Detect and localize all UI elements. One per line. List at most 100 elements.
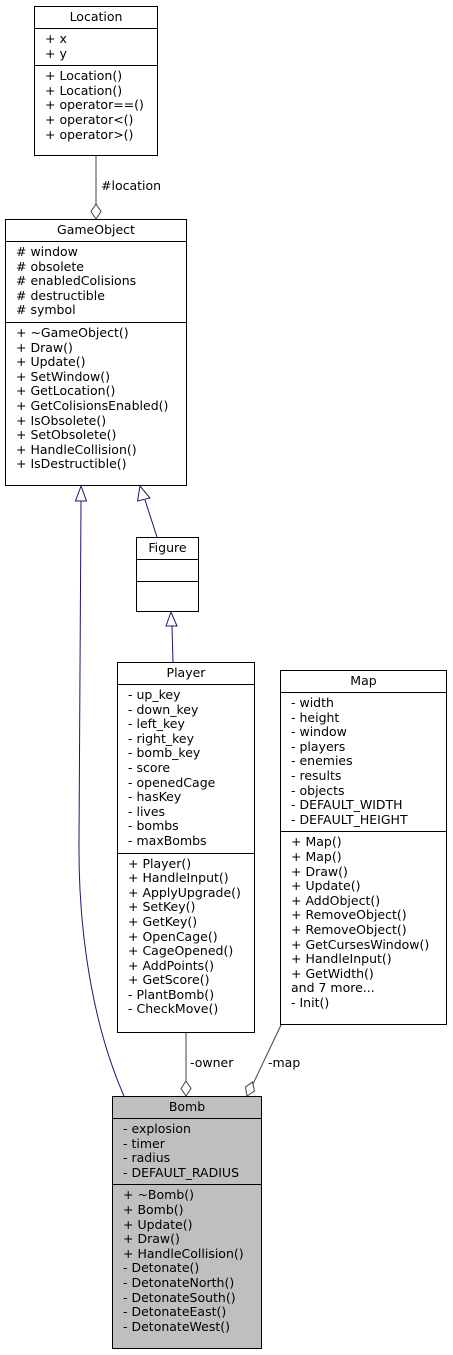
class-attributes: # window# obsolete# enabledColisions# de… [6,242,186,322]
class-attribute: # symbol [16,302,76,318]
class-method: + operator<() [45,111,134,127]
class-method: + operator==() [45,97,144,113]
class-attribute: - window [291,724,347,740]
class-method: + GetColisionsEnabled() [16,397,169,413]
class-method: + RemoveObject() [291,907,407,923]
class-title: Player [118,663,254,685]
class-method: + Player() [128,855,192,871]
class-method: - Init() [291,994,330,1010]
class-methods: + Map()+ Map()+ Draw()+ Update()+ AddObj… [281,831,446,1014]
class-attribute: - height [291,709,340,725]
class-method: + GetCursesWindow() [291,936,430,952]
class-method: + Map() [291,834,342,850]
class-attribute: - hasKey [128,789,182,805]
class-attribute: - score [128,759,171,775]
class-attribute: + y [45,45,67,61]
class-attributes: - up_key- down_key- left_key- right_key-… [118,685,254,853]
class-attribute: # destructible [16,287,105,303]
class-attributes: - explosion- timer- radius- DEFAULT_RADI… [113,1119,261,1184]
class-attribute: # enabledColisions [16,273,137,289]
class-method: + RemoveObject() [291,921,407,937]
class-attribute: - openedCage [128,774,216,790]
edge-label-map: -map [268,1055,301,1070]
class-method: + operator>() [45,126,134,142]
class-attribute: # window [16,244,78,259]
class-method: + Draw() [291,863,348,879]
edge-player-figure-arrow [165,610,178,627]
class-methods [137,581,198,603]
edge-map [252,1024,282,1085]
class-methods: + Location()+ Location()+ operator==()+ … [35,65,157,146]
edge-location-diamond [90,203,102,220]
class-attribute: - results [291,767,342,783]
class-methods: + ~GameObject()+ Draw()+ Update()+ SetWi… [6,321,186,476]
class-method: + HandleInput() [128,870,229,886]
class-method: + GetScore() [128,972,210,988]
edge-bomb-gameobject-arrow [74,484,88,502]
class-method: + Bomb() [123,1201,184,1217]
class-method: + ~Bomb() [123,1187,195,1203]
class-attribute: - bomb_key [128,745,201,761]
class-title: Figure [137,538,198,560]
class-attribute: # obsolete [16,258,84,274]
class-method: - DetonateNorth() [123,1274,235,1290]
class-player[interactable]: Player - up_key- down_key- left_key- rig… [117,662,255,1033]
class-attributes [137,560,198,581]
class-method: + Location() [45,68,123,84]
class-attribute: - enemies [291,753,353,769]
class-method: + AddPoints() [128,957,214,973]
class-methods: + ~Bomb()+ Bomb()+ Update()+ Draw()+ Han… [113,1184,261,1338]
class-attribute: + x [45,31,67,46]
class-title: Location [35,7,157,29]
class-method: + SetKey() [128,899,196,915]
class-method: + OpenCage() [128,928,218,944]
class-method: + Draw() [16,339,73,355]
class-attribute: - DEFAULT_HEIGHT [291,811,408,827]
class-method: + Draw() [123,1231,180,1247]
class-method: + HandleCollision() [16,441,137,457]
class-method: - CheckMove() [128,1001,219,1017]
class-methods: + Player()+ HandleInput()+ ApplyUpgrade(… [118,852,254,1022]
class-method: + SetObsolete() [16,427,117,443]
class-method: - DetonateEast() [123,1304,227,1320]
class-attribute: - DEFAULT_RADIUS [123,1164,240,1180]
class-attribute: - DEFAULT_WIDTH [291,797,403,813]
class-method: + IsDestructible() [16,456,127,472]
class-method: - Detonate() [123,1260,200,1276]
class-method: - DetonateSouth() [123,1289,236,1305]
class-attribute: - left_key [128,716,185,732]
class-method: + AddObject() [291,892,381,908]
class-method: + GetKey() [128,913,198,929]
class-map[interactable]: Map - width- height- window- players- en… [280,670,447,1025]
edge-label-location: #location [101,178,162,193]
edge-player-figure [171,625,174,663]
class-attribute: - bombs [128,818,179,834]
class-method: + Update() [123,1216,193,1232]
class-attribute: - lives [128,803,166,819]
edge-owner-diamond [180,1080,192,1097]
class-method: + ~GameObject() [16,324,129,340]
class-figure[interactable]: Figure [136,537,199,612]
class-method: + Map() [291,848,342,864]
class-gameobject[interactable]: GameObject # window# obsolete# enabledCo… [5,219,187,486]
edge-bomb-gameobject [78,500,125,1097]
class-method: + GetWidth() [291,965,374,981]
class-title: Map [281,671,446,693]
edge-figure-gameobject-arrow [136,484,151,502]
class-method: + HandleInput() [291,951,392,967]
class-method: + ApplyUpgrade() [128,884,241,900]
class-location[interactable]: Location + x+ y + Location()+ Location()… [34,6,158,156]
class-title: Bomb [113,1097,261,1119]
class-attribute: - down_key [128,701,199,717]
class-attribute: - radius [123,1150,171,1166]
class-bomb[interactable]: Bomb - explosion- timer- radius- DEFAULT… [112,1096,262,1349]
class-attribute: - explosion [123,1121,191,1136]
class-method: + HandleCollision() [123,1245,244,1261]
class-method: + Update() [16,354,86,370]
class-attribute: - maxBombs [128,832,207,848]
class-method: and 7 more... [291,980,375,996]
class-attributes: + x+ y [35,29,157,65]
edge-map-diamond [244,1081,256,1097]
class-method: - DetonateWest() [123,1318,231,1334]
class-method: + Update() [291,878,361,894]
